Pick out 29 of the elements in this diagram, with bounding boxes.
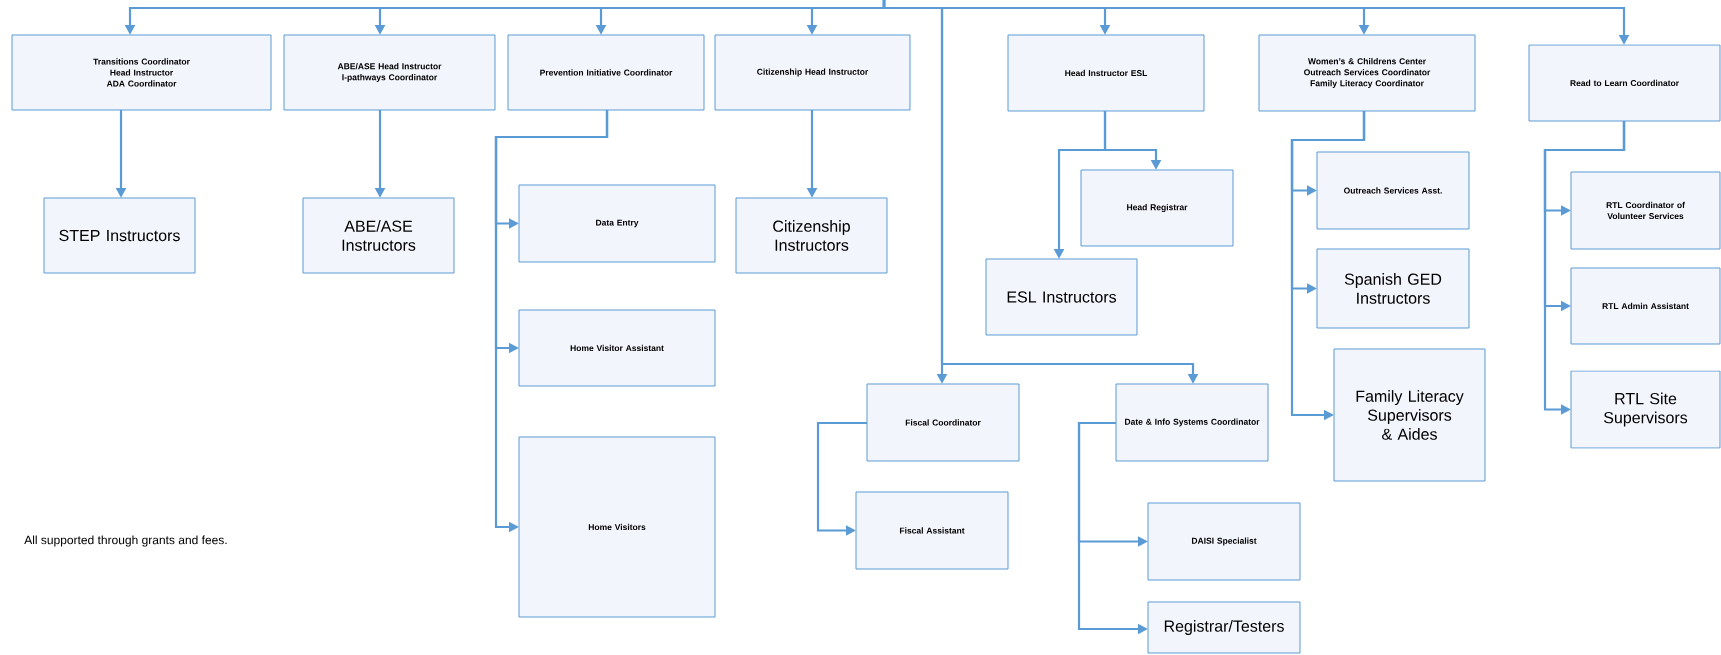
arrow bbox=[1543, 121, 1626, 415]
role-box: Prevention Initiative Coordinator bbox=[507, 34, 705, 111]
role-box: Registrar/Testers bbox=[1147, 601, 1301, 654]
role-box: Transitions Coordinator Head Instructor ADA Coordinator bbox=[11, 34, 272, 111]
role-box: DAISI Specialist bbox=[1147, 502, 1301, 581]
role-box: Citizenship Head Instructor bbox=[714, 34, 911, 111]
role-box: ESL Instructors bbox=[985, 258, 1138, 336]
role-box: Home Visitor Assistant bbox=[518, 309, 716, 387]
role-box: RTL Site Supervisors bbox=[1570, 370, 1721, 449]
role-box: Outreach Services Asst. bbox=[1316, 151, 1470, 230]
role-box: Family Literacy Supervisors & Aides bbox=[1333, 348, 1486, 482]
role-box: Fiscal Coordinator bbox=[866, 383, 1020, 462]
role-box: ABE/ASE Head Instructor I-pathways Coordinator bbox=[283, 34, 496, 111]
role-box: Citizenship Instructors bbox=[735, 197, 888, 274]
role-box: Head Instructor ESL bbox=[1007, 34, 1205, 112]
role-box: Spanish GED Instructors bbox=[1316, 248, 1470, 329]
role-box: Date & Info Systems Coordinator bbox=[1115, 383, 1269, 462]
role-box: RTL Coordinator of Volunteer Services bbox=[1570, 171, 1721, 250]
role-box: Home Visitors bbox=[518, 436, 716, 618]
role-box: RTL Admin Assistant bbox=[1570, 267, 1721, 345]
role-box: ABE/ASE Instructors bbox=[302, 197, 455, 274]
arrow bbox=[816, 421, 867, 536]
role-box: Read to Learn Coordinator bbox=[1528, 44, 1721, 122]
role-box: Data Entry bbox=[518, 184, 716, 263]
role-box: Women’s & Childrens Center Outreach Services Coordinator Family Literacy Coordinator bbox=[1258, 34, 1476, 112]
role-box: Head Registrar bbox=[1080, 169, 1234, 247]
note-text: All supported through grants and fees. bbox=[24, 535, 227, 547]
role-box: Fiscal Assistant bbox=[855, 491, 1009, 570]
role-box: STEP Instructors bbox=[43, 197, 196, 274]
